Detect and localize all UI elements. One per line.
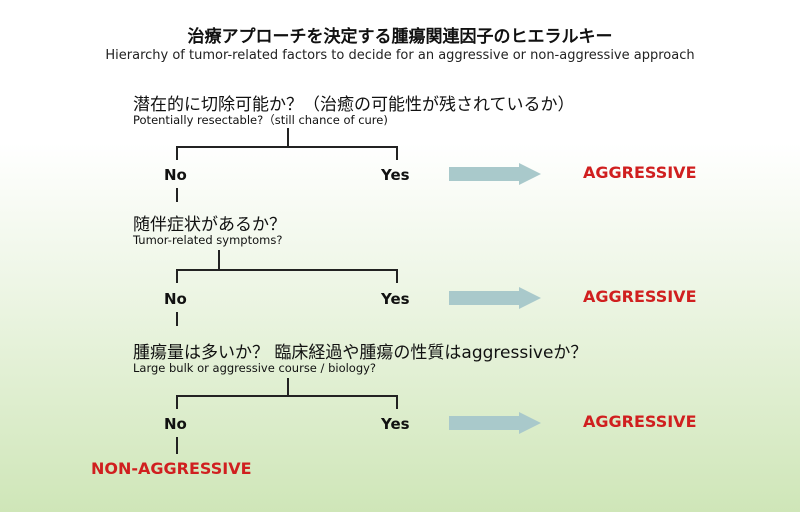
q1-no-label: No bbox=[164, 166, 187, 184]
q3-stem-line bbox=[287, 378, 289, 396]
q3-branch-line bbox=[176, 395, 398, 397]
question-1-jp: 潜在的に切除可能か？（治癒の可能性が残されているか） bbox=[133, 95, 575, 115]
question-3-en: Large bulk or aggressive course / biolog… bbox=[133, 361, 377, 375]
page-subtitle: Hierarchy of tumor-related factors to de… bbox=[105, 48, 695, 63]
q3-right-arrow-icon bbox=[449, 412, 541, 434]
q3-yes-drop-line bbox=[396, 395, 398, 409]
q2-branch-line bbox=[176, 269, 398, 271]
q1-stem-line bbox=[287, 128, 289, 147]
question-1-en: Potentially resectable?（still chance of … bbox=[133, 113, 388, 127]
q3-no-drop-line bbox=[176, 395, 178, 409]
q3-to-final-line bbox=[176, 437, 178, 454]
q2-no-drop-line bbox=[176, 269, 178, 283]
q1-result-aggressive: AGGRESSIVE bbox=[583, 163, 697, 182]
q2-to-q3-line bbox=[176, 312, 178, 326]
q2-yes-label: Yes bbox=[381, 290, 410, 308]
q3-no-label: No bbox=[164, 415, 187, 433]
q2-result-aggressive: AGGRESSIVE bbox=[583, 287, 697, 306]
question-3-jp: 腫瘍量は多いか？ 臨床経過や腫瘍の性質はaggressiveか？ bbox=[133, 343, 588, 363]
q2-right-arrow-icon bbox=[449, 287, 541, 309]
q1-right-arrow-icon bbox=[449, 163, 541, 185]
q2-stem-line bbox=[218, 250, 220, 270]
q1-to-q2-line bbox=[176, 188, 178, 202]
question-2-en: Tumor-related symptoms? bbox=[133, 233, 283, 247]
q2-yes-drop-line bbox=[396, 269, 398, 283]
question-2-jp: 随伴症状があるか？ bbox=[133, 215, 286, 235]
q2-no-label: No bbox=[164, 290, 187, 308]
q1-branch-line bbox=[176, 146, 398, 148]
q1-yes-drop-line bbox=[396, 146, 398, 160]
page-title: 治療アプローチを決定する腫瘍関連因子のヒエラルキー bbox=[187, 27, 613, 47]
q3-result-aggressive: AGGRESSIVE bbox=[583, 412, 697, 431]
q3-yes-label: Yes bbox=[381, 415, 410, 433]
final-result-non-aggressive: NON-AGGRESSIVE bbox=[91, 459, 252, 478]
q1-no-drop-line bbox=[176, 146, 178, 160]
q1-yes-label: Yes bbox=[381, 166, 410, 184]
